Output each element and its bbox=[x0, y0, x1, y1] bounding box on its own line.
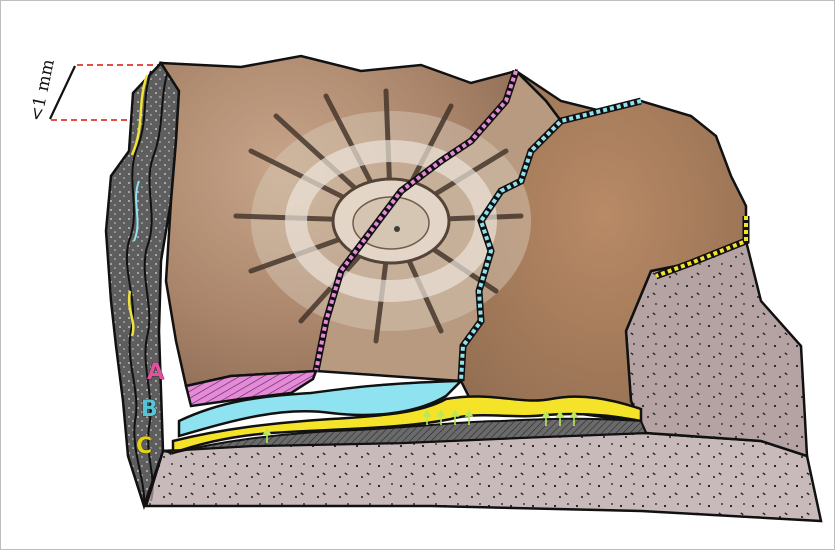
layer-label-a: A bbox=[147, 360, 164, 385]
layer-label-b: B bbox=[141, 397, 158, 422]
scale-label: <1 mm bbox=[26, 58, 59, 124]
layer-label-c: C bbox=[136, 434, 152, 459]
